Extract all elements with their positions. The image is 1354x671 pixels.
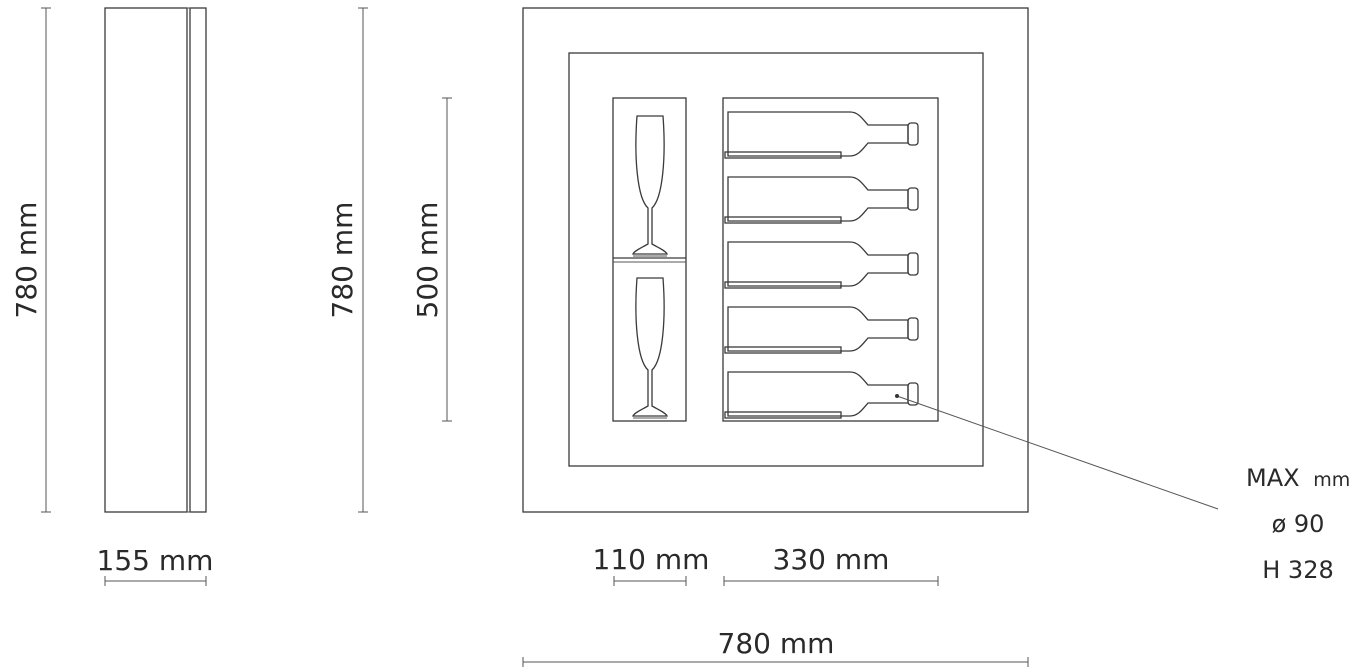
wine-bottle-icon <box>724 306 919 354</box>
outer-frame <box>522 7 1029 513</box>
side-view <box>104 7 207 513</box>
max-line: MAX mm <box>1246 464 1350 492</box>
inner-height-dimension: 500 mm <box>411 97 452 422</box>
wine-bottle-icon <box>724 111 919 159</box>
wine-bottle-icon <box>724 241 919 289</box>
side-height-dimension: 780 mm <box>10 7 51 513</box>
front-width-dimension: 780 mm <box>522 627 1029 667</box>
side-height-label: 780 mm <box>10 202 43 319</box>
height-value: H 328 <box>1262 556 1333 584</box>
front-height-dimension: 780 mm <box>326 7 368 513</box>
wine-bottle-icon <box>724 176 919 224</box>
side-depth-label: 155 mm <box>97 544 214 577</box>
diameter-value: ø 90 <box>1272 510 1325 538</box>
bottle-compartment <box>722 97 939 422</box>
glass-width-label: 110 mm <box>593 543 710 576</box>
bottle-width-label: 330 mm <box>773 543 890 576</box>
side-view-front-panel <box>189 7 207 513</box>
bottle-width-dimension: 330 mm <box>723 543 939 586</box>
side-view-body <box>104 7 188 513</box>
champagne-glass-icon <box>632 115 668 257</box>
max-label: MAX <box>1246 464 1300 492</box>
inner-frame <box>568 52 984 467</box>
bottle-size-note: MAX mm ø 90 H 328 <box>1246 464 1350 584</box>
side-depth-dimension: 155 mm <box>97 544 214 586</box>
glass-width-dimension: 110 mm <box>593 543 710 586</box>
glass-compartment <box>612 97 687 422</box>
wine-bottle-icon <box>724 371 919 419</box>
max-unit: mm <box>1313 469 1350 491</box>
front-width-label: 780 mm <box>718 627 835 660</box>
champagne-glass-icon <box>632 277 668 419</box>
bottle-leader <box>895 394 1219 510</box>
inner-height-label: 500 mm <box>411 202 444 319</box>
front-view <box>522 7 1029 513</box>
front-height-label: 780 mm <box>326 202 359 319</box>
